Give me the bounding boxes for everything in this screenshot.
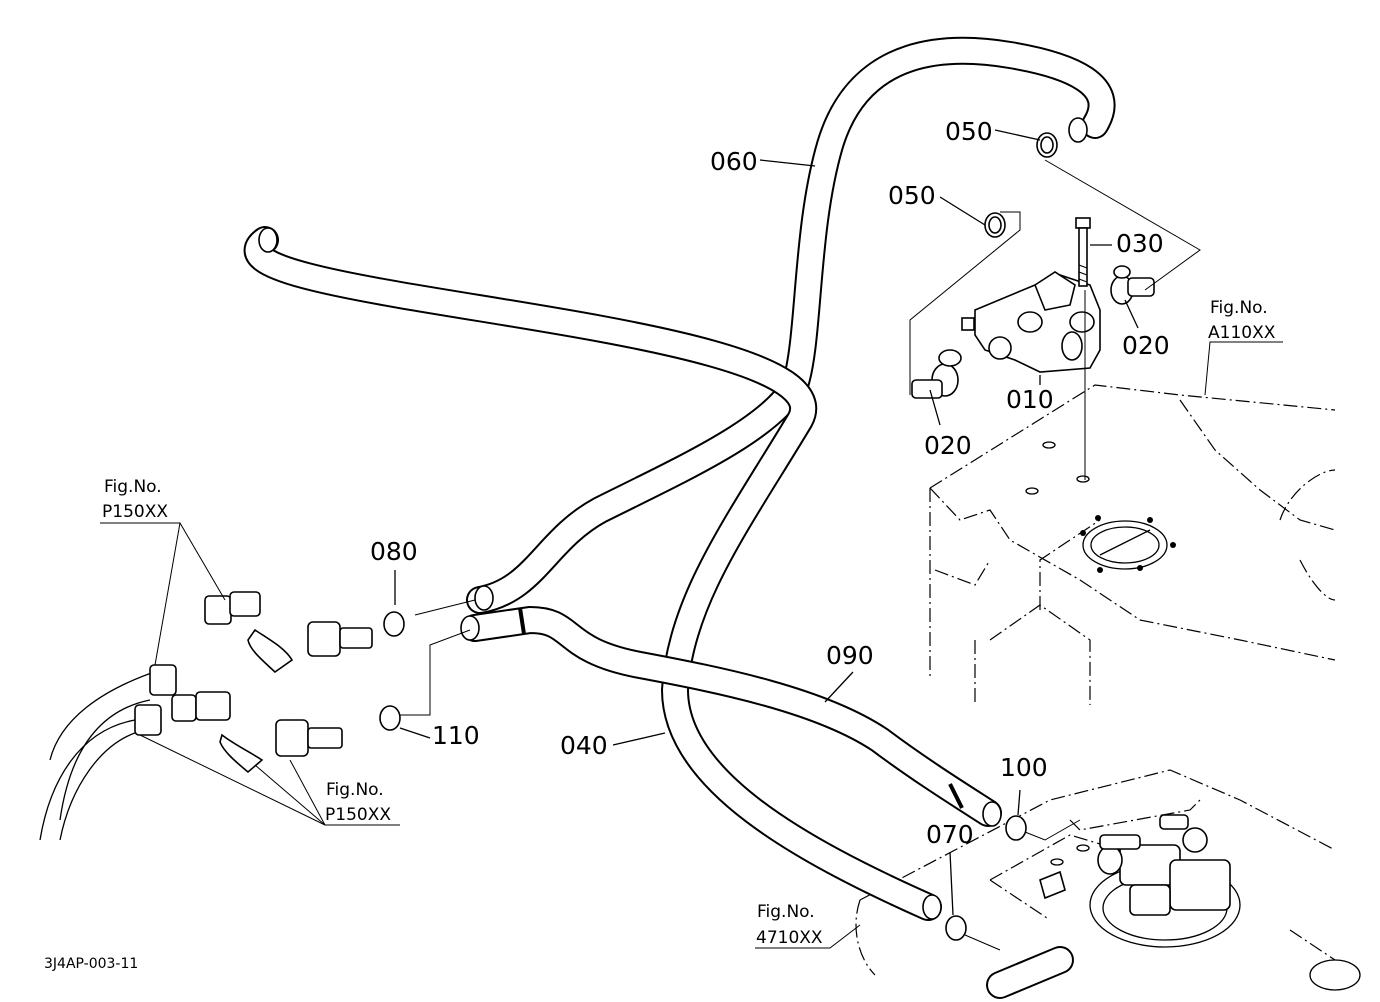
bolt-030 (1075, 217, 1091, 287)
drawing-code: 3J4AP-003-11 (44, 956, 138, 972)
figref-4710-line2: 4710XX (756, 928, 823, 948)
callout-070: 070 (926, 820, 974, 849)
pump-assembly (986, 814, 1231, 999)
fitting-020-left (911, 349, 962, 399)
clamp-050-top (1036, 132, 1058, 158)
hose-090 (460, 606, 1002, 827)
callout-080: 080 (370, 537, 418, 566)
figure-references: Fig.No. A110XX Fig.No. P150XX Fig.No. P1… (102, 298, 1276, 948)
figref-p150-bottom-line1: Fig.No. (326, 780, 384, 800)
callout-040: 040 (560, 731, 608, 760)
figref-a110-line1: Fig.No. (1210, 298, 1268, 318)
callout-020-left: 020 (924, 431, 972, 460)
figref-p150-top-line1: Fig.No. (104, 477, 162, 497)
callout-100: 100 (1000, 753, 1048, 782)
figref-p150-top-line2: P150XX (102, 502, 168, 522)
figref-4710-line1: Fig.No. (757, 902, 815, 922)
connectors-left (39, 591, 1066, 941)
callout-090: 090 (826, 641, 874, 670)
fuel-tank-upper (929, 384, 1336, 705)
callout-010: 010 (1006, 385, 1054, 414)
hose-060 (466, 36, 1116, 614)
callout-030: 030 (1116, 229, 1164, 258)
fuel-tank-lower (855, 769, 1361, 991)
figref-a110-line2: A110XX (1208, 323, 1276, 343)
hose-ends (258, 227, 942, 920)
callout-110: 110 (432, 721, 480, 750)
callout-020-right: 020 (1122, 331, 1170, 360)
clamp-050-mid (984, 212, 1006, 238)
fitting-020-right (1110, 265, 1155, 305)
callout-060: 060 (710, 147, 758, 176)
figref-p150-bottom-line2: P150XX (325, 805, 391, 825)
leader-lines (100, 129, 1283, 951)
callout-050-mid: 050 (888, 181, 936, 210)
hose-040-visible-actual (243, 226, 942, 921)
callout-050-top: 050 (945, 117, 993, 146)
callouts: 060 050 050 030 020 020 010 080 090 110 … (370, 117, 1170, 849)
valve-010 (961, 271, 1101, 373)
